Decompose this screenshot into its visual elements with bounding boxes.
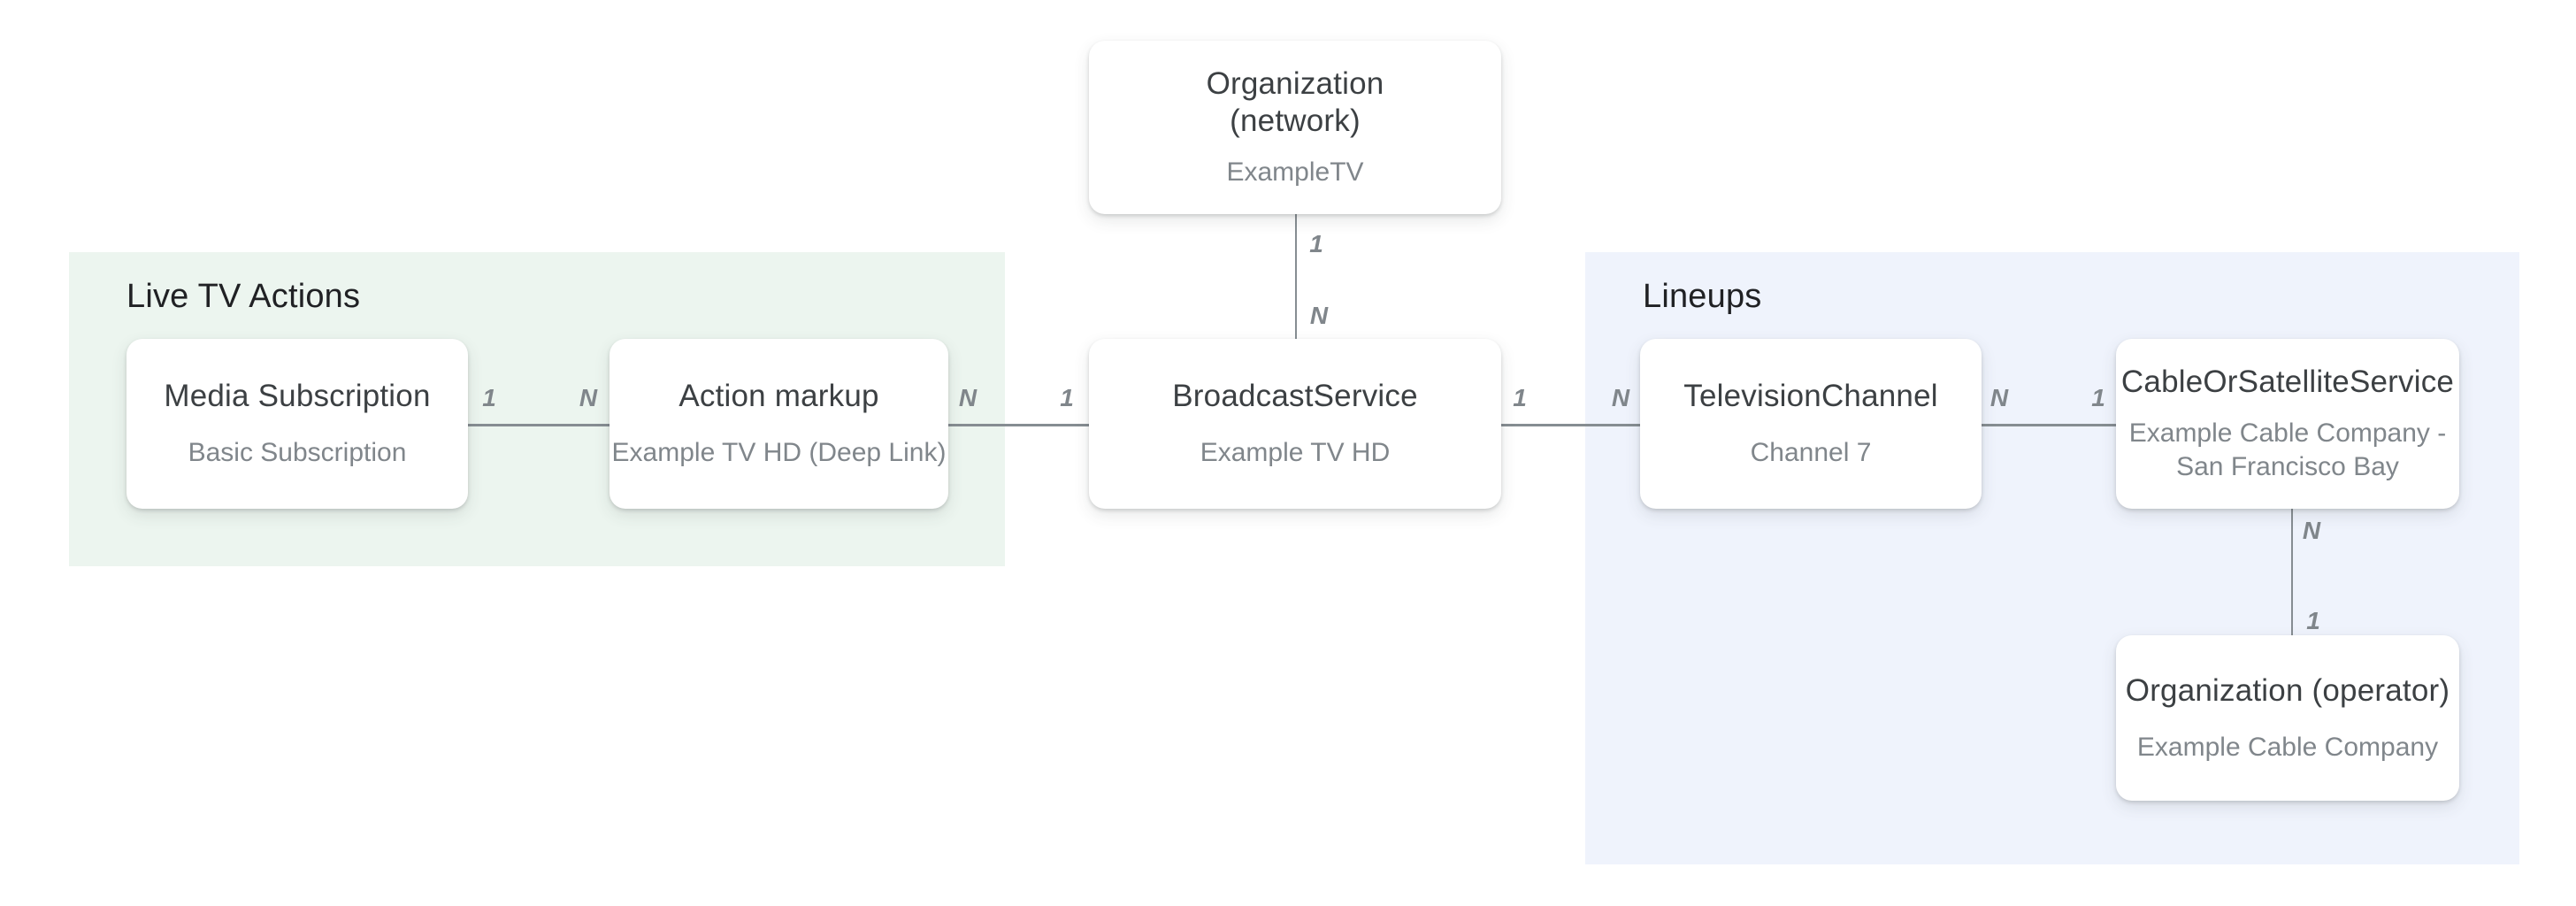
node-title: Organization (network): [1207, 65, 1384, 140]
node-subtitle: Example Cable Company: [2137, 731, 2438, 764]
node-title-line: Organization (operator): [2125, 672, 2450, 708]
cardinality-network-broadcast-n: N: [1309, 302, 1329, 329]
cardinality-tvchannel-cable-n: N: [1990, 384, 2009, 411]
node-title-line: Action markup: [678, 379, 879, 413]
cardinality-broadcast-tvchannel-n: N: [1611, 384, 1630, 411]
node-organization-network: Organization (network) ExampleTV: [1089, 41, 1501, 214]
cardinality-cable-operator-1: 1: [2306, 607, 2320, 634]
node-subtitle: ExampleTV: [1226, 156, 1363, 189]
cardinality-mediasub-action-n: N: [579, 384, 598, 411]
node-action-markup: Action markup Example TV HD (Deep Link): [610, 339, 948, 509]
node-title-line: Media Subscription: [164, 379, 431, 413]
cardinality-cable-operator-n: N: [2302, 517, 2321, 544]
node-subtitle-line: ExampleTV: [1226, 157, 1364, 187]
node-television-channel: TelevisionChannel Channel 7: [1640, 339, 1982, 509]
connector-mediasub-action: [468, 424, 610, 426]
node-organization-operator: Organization (operator) Example Cable Co…: [2116, 635, 2459, 801]
node-title: Media Subscription: [164, 378, 430, 415]
cardinality-broadcast-tvchannel-1: 1: [1513, 384, 1527, 411]
node-title: CableOrSatelliteService: [2121, 364, 2454, 401]
node-subtitle: Example Cable Company - San Francisco Ba…: [2129, 417, 2447, 484]
lineups-region-title: Lineups: [1643, 278, 1762, 315]
node-subtitle-line: Channel 7: [1750, 438, 1872, 467]
node-cable-or-satellite-service: CableOrSatelliteService Example Cable Co…: [2116, 339, 2459, 509]
connector-cable-operator: [2291, 509, 2293, 635]
node-subtitle-line: San Francisco Bay: [2176, 452, 2399, 481]
node-title-line: Organization: [1206, 66, 1384, 101]
cardinality-network-broadcast-1: 1: [1309, 230, 1323, 257]
node-subtitle: Basic Subscription: [188, 436, 407, 470]
node-media-subscription: Media Subscription Basic Subscription: [126, 339, 468, 509]
node-title-line: (network): [1230, 104, 1361, 138]
node-subtitle-line: Example TV HD: [1200, 438, 1391, 467]
live-tv-actions-region-title: Live TV Actions: [126, 278, 361, 315]
node-title-line: TelevisionChannel: [1683, 379, 1938, 413]
node-title: BroadcastService: [1172, 378, 1418, 415]
node-subtitle-line: Example Cable Company: [2136, 732, 2439, 762]
node-title-line: BroadcastService: [1172, 379, 1418, 413]
node-title: Action markup: [678, 378, 878, 415]
connector-network-broadcast: [1295, 213, 1297, 339]
cardinality-mediasub-action-1: 1: [482, 384, 496, 411]
connector-broadcast-tvchannel: [1501, 424, 1640, 426]
connector-action-broadcast: [948, 424, 1089, 426]
connector-tvchannel-cable: [1982, 424, 2116, 426]
cardinality-action-broadcast-n: N: [958, 384, 978, 411]
node-subtitle: Example TV HD: [1200, 436, 1391, 470]
node-broadcast-service: BroadcastService Example TV HD: [1089, 339, 1501, 509]
node-subtitle-line: Example TV HD (Deep Link): [611, 438, 947, 467]
node-title: Organization (operator): [2126, 672, 2450, 710]
cardinality-action-broadcast-1: 1: [1060, 384, 1074, 411]
node-subtitle-line: Basic Subscription: [188, 438, 407, 467]
node-subtitle: Example TV HD (Deep Link): [612, 436, 947, 470]
node-title: TelevisionChannel: [1683, 378, 1937, 415]
node-subtitle: Channel 7: [1751, 436, 1872, 470]
node-subtitle-line: Example Cable Company -: [2128, 418, 2447, 448]
node-title-line: CableOrSatelliteService: [2120, 365, 2455, 399]
cardinality-tvchannel-cable-1: 1: [2091, 384, 2105, 411]
